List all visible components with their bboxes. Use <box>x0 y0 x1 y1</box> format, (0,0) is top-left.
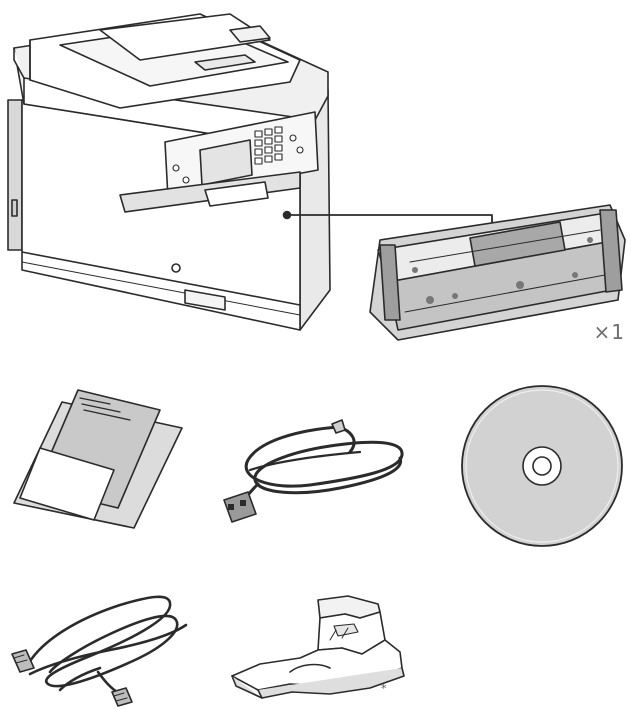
cd-rom-icon <box>461 385 623 547</box>
phone-plug-icon <box>11 649 133 707</box>
cartridge-quantity-label: ×1 <box>593 320 625 344</box>
power-cord-icon <box>240 425 404 506</box>
handset-stand-footnote-mark: * <box>381 682 387 695</box>
toner-cartridge-icon <box>369 204 626 341</box>
telephone-cable-icon <box>24 595 188 696</box>
handset-stand-icon <box>231 595 405 699</box>
printer-icon <box>7 13 493 331</box>
power-plug-icon <box>223 419 346 523</box>
documents-icon <box>13 389 183 529</box>
